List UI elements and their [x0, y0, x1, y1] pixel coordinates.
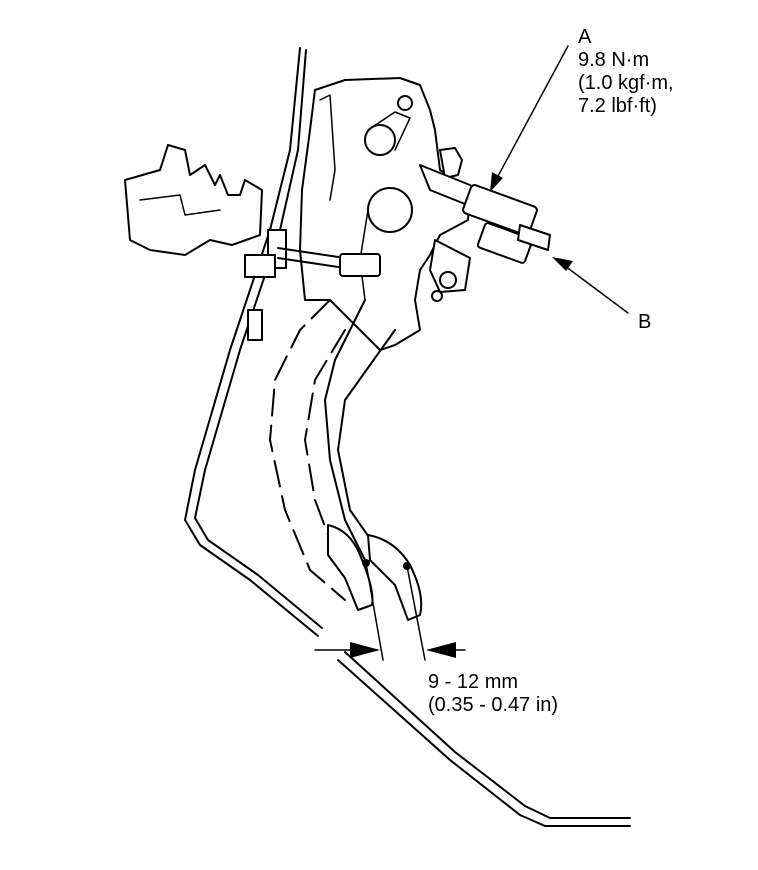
pedal-bracket-housing [299, 77, 471, 351]
measurement-in: (0.35 - 0.47 in) [428, 694, 559, 716]
dimension-arrows [314, 642, 466, 658]
measure-points [362, 559, 426, 661]
pushrod [277, 247, 381, 277]
measurement-label: 9 - 12 mm (0.35 - 0.47 in) [428, 671, 558, 717]
measurement-mm: 9 - 12 mm [428, 671, 519, 693]
leader-b [552, 257, 629, 314]
torque-nm: 9.8 N·m [578, 49, 650, 71]
callout-b-letter: B [638, 311, 652, 333]
brake-switch-assembly [419, 147, 551, 302]
brake-pedal-arm [324, 299, 423, 621]
callout-a-letter: A [578, 26, 592, 48]
torque-kgfm: (1.0 kgf·m, [578, 72, 674, 94]
callout-b-label: B [638, 311, 651, 334]
callout-a-label: A 9.8 N·m (1.0 kgf·m, 7.2 lbf·ft) [578, 26, 674, 118]
mounting-bracket [124, 144, 287, 341]
brake-pedal-dashed [268, 299, 374, 611]
torque-lbfft: 7.2 lbf·ft) [578, 95, 657, 117]
firewall-floor-line [184, 47, 631, 827]
leader-a [490, 45, 569, 192]
